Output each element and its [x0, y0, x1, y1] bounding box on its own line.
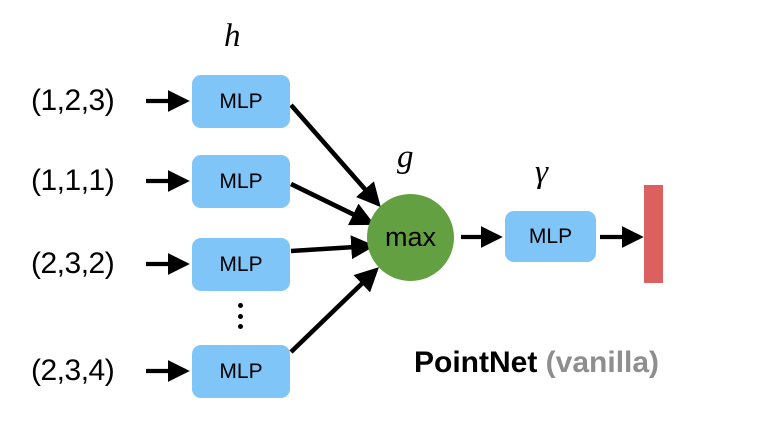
input-point-label-1: (1,2,3) — [31, 84, 115, 117]
input-point-label-4: (2,3,4) — [31, 354, 115, 387]
max-pooling-node[interactable]: max — [367, 194, 454, 281]
caption-brand-text: PointNet — [414, 346, 538, 379]
per-point-mlp-box-4[interactable]: MLP — [192, 345, 290, 398]
output-feature-bar — [644, 185, 663, 283]
symbol-h-label: h — [224, 18, 241, 54]
caption-variant-text: (vanilla) — [545, 346, 660, 379]
symbol-g-label: g — [397, 139, 414, 175]
diagram-caption: PointNet (vanilla) — [414, 348, 659, 378]
per-point-mlp-box-1[interactable]: MLP — [192, 75, 290, 128]
input-point-label-3: (2,3,2) — [31, 247, 115, 280]
vertical-ellipsis-icon — [238, 303, 243, 329]
symbol-gamma-label: γ — [535, 154, 549, 190]
head-mlp-box[interactable]: MLP — [505, 211, 596, 262]
per-point-mlp-box-2[interactable]: MLP — [192, 155, 290, 208]
input-point-label-2: (1,1,1) — [31, 164, 115, 197]
per-point-mlp-box-3[interactable]: MLP — [192, 238, 290, 291]
